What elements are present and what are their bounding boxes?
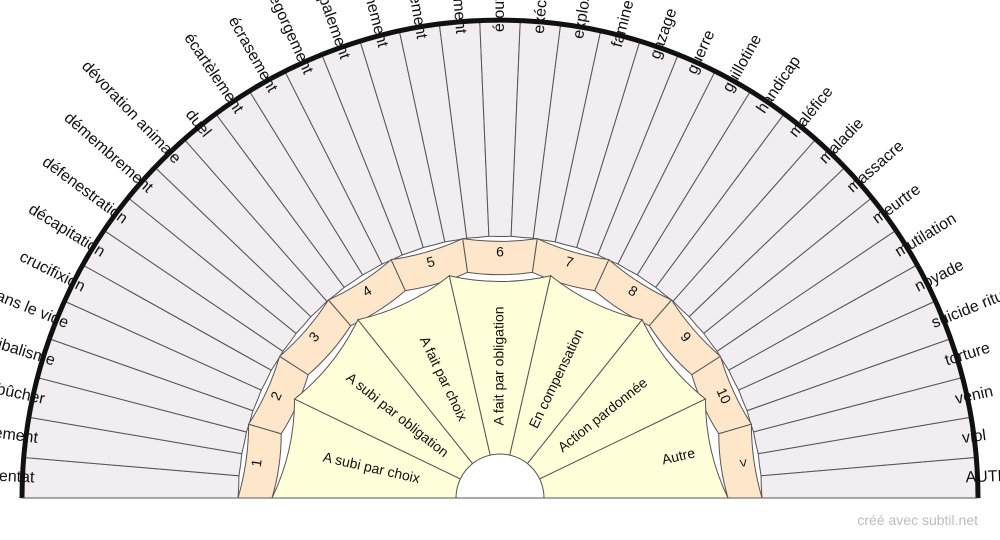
outer-label: décapitation: [25, 201, 107, 261]
ring-label: 10: [714, 385, 735, 406]
outer-sectors: [21, 19, 979, 499]
outer-label: maladie: [816, 115, 867, 167]
ring-label: 1: [248, 458, 265, 468]
outer-label: AUTRES: [965, 467, 1000, 487]
credit-footer: créé avec subtil.net: [857, 512, 978, 528]
outer-label: exécution: [531, 0, 554, 34]
number-ring-sectors: [237, 237, 763, 499]
ring-label: >: [735, 458, 752, 468]
outer-label: étouffement: [491, 0, 508, 32]
outer-label: maléfice: [786, 83, 837, 140]
outer-rim: [19, 17, 981, 499]
outer-label: viol: [961, 427, 987, 447]
center-hub: [455, 453, 545, 499]
outer-label: attentat: [0, 467, 35, 486]
outer-label: massacre: [844, 138, 907, 197]
outer-label: noyade: [912, 257, 967, 296]
inner-sectors: [271, 274, 729, 499]
inner-label: Autre: [660, 444, 696, 467]
inner-label: A fait par obligation: [491, 306, 507, 425]
ring-label: 6: [496, 244, 504, 260]
outer-label: écrasement: [225, 14, 281, 96]
